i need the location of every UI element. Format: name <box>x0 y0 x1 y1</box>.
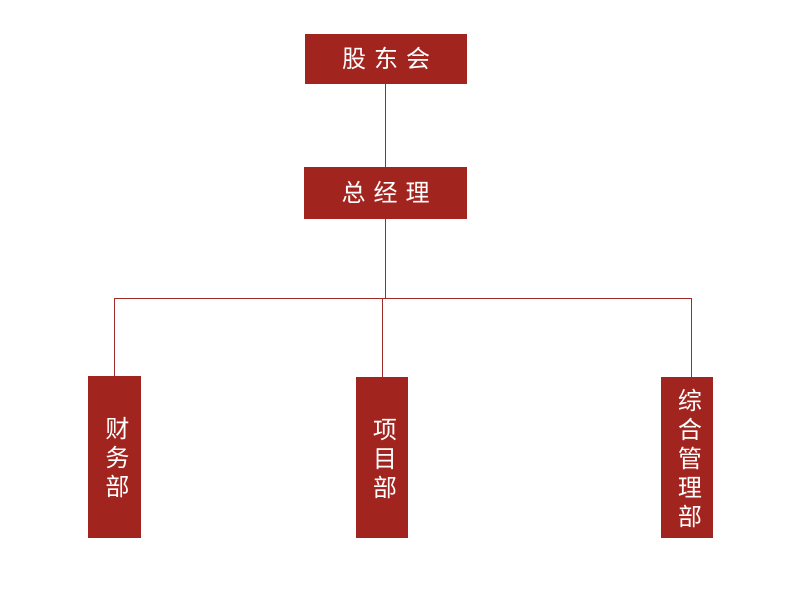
org-node-general-manager[interactable]: 总经理 <box>304 167 467 219</box>
org-node-label: 项目部 <box>368 416 397 504</box>
org-node-finance-department[interactable]: 财务部 <box>88 376 141 538</box>
org-node-label: 股东会 <box>342 45 438 73</box>
org-node-project-department[interactable]: 项目部 <box>356 377 408 538</box>
connector-root-to-manager <box>385 84 386 167</box>
connector-drop-project <box>382 299 383 378</box>
connector-drop-admin <box>691 299 692 378</box>
org-node-general-admin-department[interactable]: 综合管理部 <box>661 377 713 538</box>
org-node-label: 综合管理部 <box>673 387 702 533</box>
connector-manager-to-bus <box>385 219 386 298</box>
connector-horizontal-bus <box>114 298 692 299</box>
connector-drop-finance <box>114 299 115 377</box>
org-node-label: 财务部 <box>100 416 129 503</box>
org-node-label: 总经理 <box>341 179 438 207</box>
org-node-shareholders-meeting[interactable]: 股东会 <box>305 34 467 84</box>
